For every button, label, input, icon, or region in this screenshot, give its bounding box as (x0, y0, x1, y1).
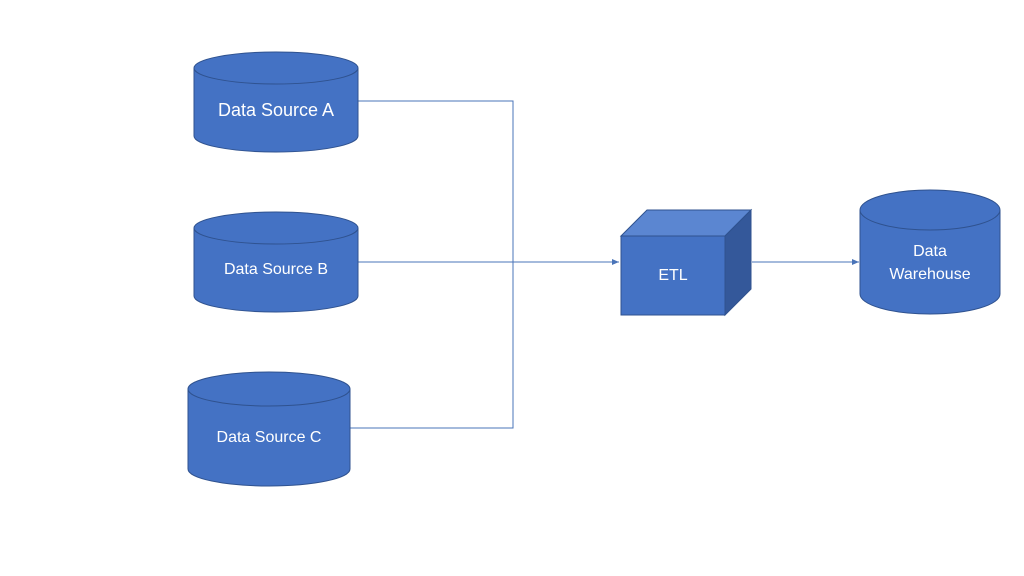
connectors (350, 100, 859, 429)
data-warehouse-label-line2: Warehouse (889, 266, 970, 283)
data-warehouse-label-line1: Data (913, 243, 947, 260)
etl-label: ETL (658, 267, 687, 284)
data-warehouse-node[interactable]: Data Warehouse (859, 189, 1001, 315)
cylinder-body (859, 210, 1001, 315)
data-source-b-node[interactable]: Data Source B (193, 211, 359, 313)
etl-node[interactable]: ETL (619, 208, 753, 317)
cylinder-top (193, 211, 359, 245)
data-source-a-node[interactable]: Data Source A (193, 51, 359, 153)
cylinder-body (193, 228, 359, 313)
cylinder-body (193, 68, 359, 153)
cylinder-body (187, 389, 351, 487)
connector-source-a (358, 100, 514, 262)
data-source-a-label: Data Source A (218, 100, 334, 120)
connector-source-c (350, 262, 514, 429)
data-source-c-label: Data Source C (217, 429, 322, 446)
cylinder-top (187, 371, 351, 407)
data-source-b-label: Data Source B (224, 261, 328, 278)
cylinder-top (859, 189, 1001, 231)
cube-front-face (620, 235, 726, 316)
cylinder-top (193, 51, 359, 85)
data-source-c-node[interactable]: Data Source C (187, 371, 351, 487)
